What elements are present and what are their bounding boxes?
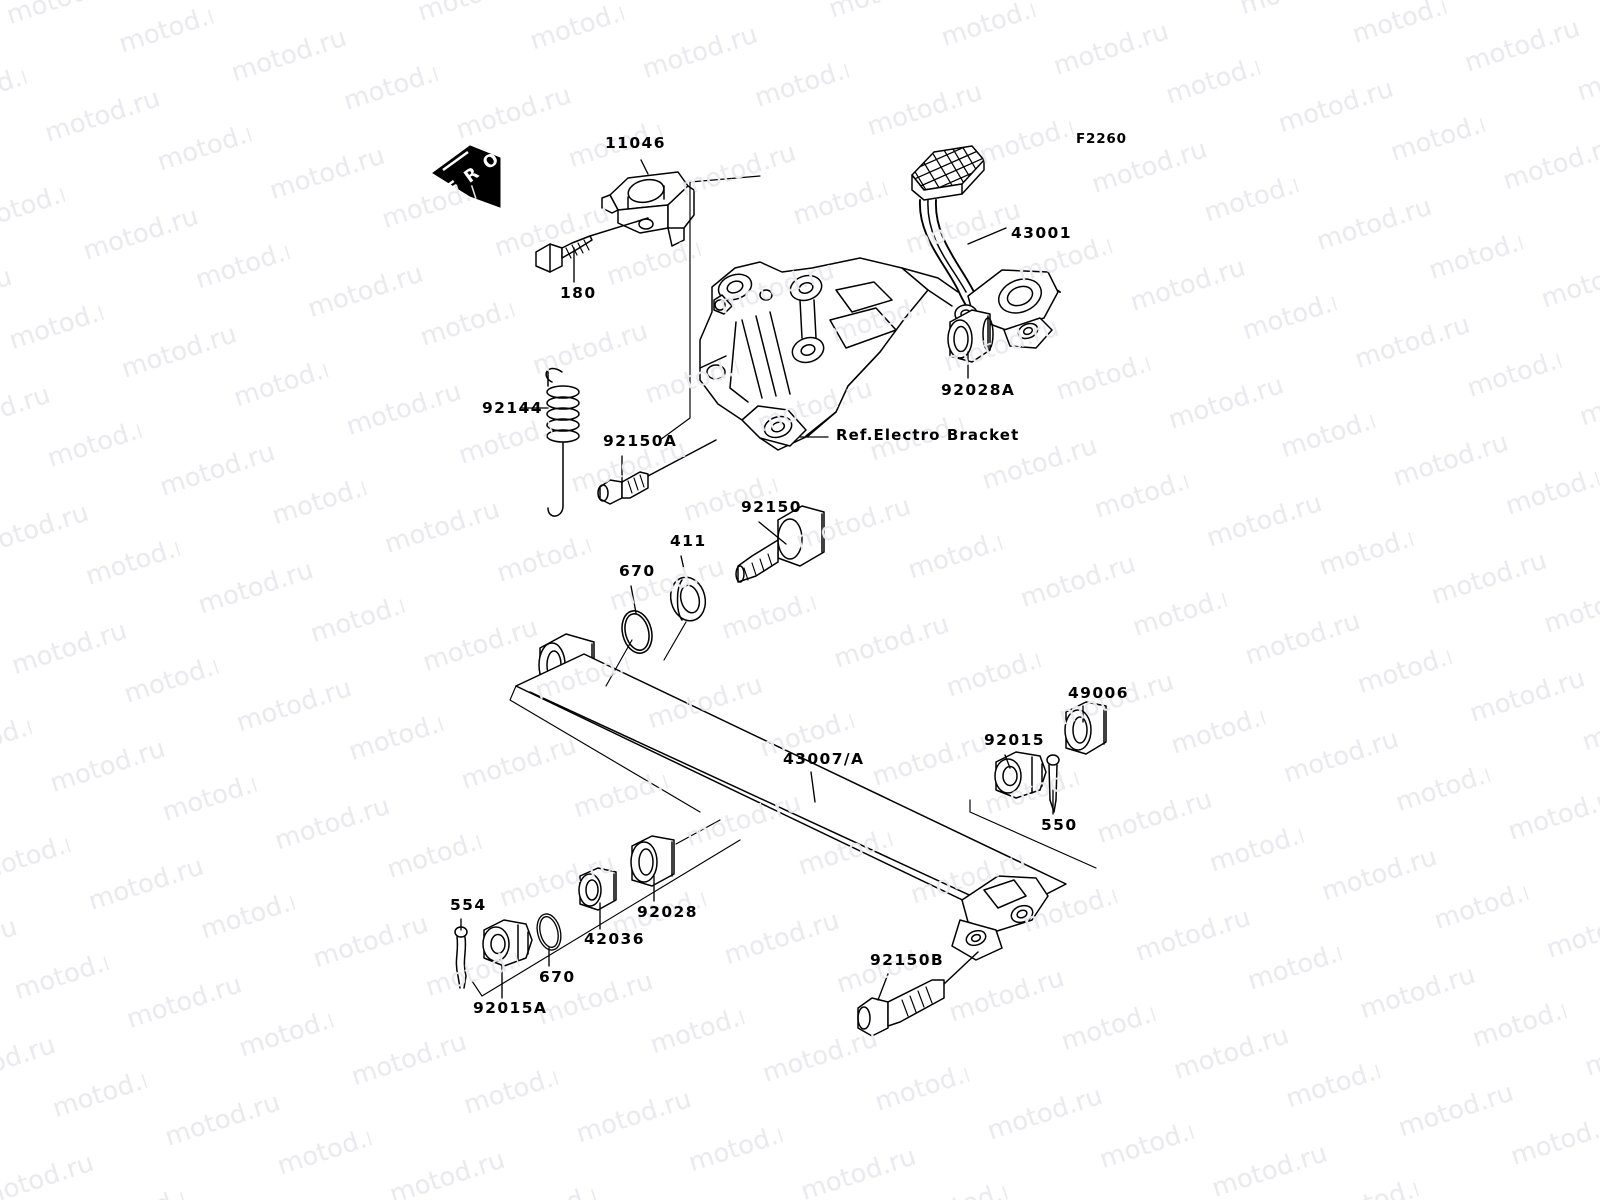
label-92144[interactable]: 92144 — [482, 399, 543, 417]
label-670-lower[interactable]: 670 — [539, 968, 576, 986]
label-11046[interactable]: 11046 — [605, 134, 666, 152]
label-92015[interactable]: 92015 — [984, 731, 1045, 749]
label-670-upper[interactable]: 670 — [619, 562, 656, 580]
label-180[interactable]: 180 — [560, 284, 597, 302]
label-49006[interactable]: 49006 — [1068, 684, 1129, 702]
label-42036[interactable]: 42036 — [584, 930, 645, 948]
label-411[interactable]: 411 — [670, 532, 707, 550]
label-92150[interactable]: 92150 — [741, 498, 802, 516]
label-43001[interactable]: 43001 — [1011, 224, 1072, 242]
reference-note: Ref.Electro Bracket — [836, 426, 1020, 444]
label-92015A[interactable]: 92015A — [473, 999, 548, 1017]
diagram-code: F2260 — [1076, 131, 1127, 147]
label-550[interactable]: 550 — [1041, 816, 1078, 834]
label-554[interactable]: 554 — [450, 896, 487, 914]
label-92150A[interactable]: 92150A — [603, 432, 678, 450]
label-92150B[interactable]: 92150B — [870, 951, 945, 969]
label-92028[interactable]: 92028 — [637, 903, 698, 921]
label-92028A[interactable]: 92028A — [941, 381, 1016, 399]
label-43007A[interactable]: 43007/A — [783, 750, 865, 768]
